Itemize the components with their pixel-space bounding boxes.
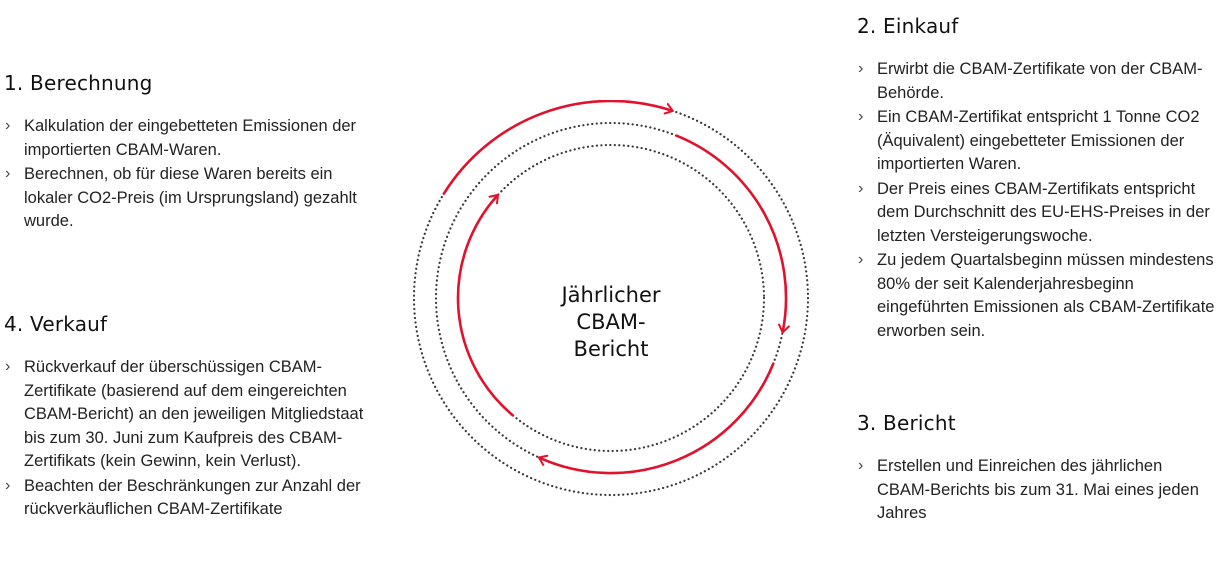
center-title-line: Bericht [573,337,649,361]
list-item: Der Preis eines CBAM-Zertifikats entspri… [857,177,1219,249]
red-arcs [442,100,790,475]
center-title: Jährlicher CBAM- Bericht [531,282,691,363]
step-title-verkauf: 4. Verkauf [4,312,108,336]
step-title-berechnung: 1. Berechnung [4,71,153,95]
list-item: Erwirbt die CBAM-Zertifikate von der CBA… [857,57,1219,105]
step-bericht: 3. Bericht Erstellen und Einreichen des … [857,411,1219,527]
arrow-arc-verkauf-berechnung [456,193,514,417]
step-title-bericht: 3. Bericht [857,411,956,435]
cycle-diagram [412,100,810,497]
arrow-arc-einkauf-bericht [675,134,790,334]
list-item: Rückverkauf der überschüssigen CBAM-Zert… [4,355,366,474]
step-einkauf: 2. Einkauf Erwirbt die CBAM-Zertifikate … [857,14,1219,344]
center-title-line: CBAM- [576,310,646,334]
step-list-verkauf: Rückverkauf der überschüssigen CBAM-Zert… [4,355,366,522]
list-item: Berechnen, ob für diese Waren bereits ei… [4,162,366,234]
step-berechnung: 1. Berechnung Kalkulation der eingebette… [4,71,366,235]
arrow-arc-bericht-verkauf [537,362,775,475]
step-list-bericht: Erstellen und Einreichen des jährlichen … [857,454,1219,526]
step-list-berechnung: Kalkulation der eingebetteten Emissionen… [4,114,366,234]
arrow-arc-berechnung-einkauf [442,100,674,195]
list-item: Zu jedem Quartalsbeginn müssen mindesten… [857,248,1219,343]
list-item: Erstellen und Einreichen des jährlichen … [857,454,1219,526]
list-item: Beachten der Beschränkungen zur Anzahl d… [4,474,366,522]
step-title-einkauf: 2. Einkauf [857,14,959,38]
center-title-line: Jährlicher [561,283,661,307]
list-item: Ein CBAM-Zertifikat entspricht 1 Tonne C… [857,105,1219,177]
list-item: Kalkulation der eingebetteten Emissionen… [4,114,366,162]
step-list-einkauf: Erwirbt die CBAM-Zertifikate von der CBA… [857,57,1219,343]
step-verkauf: 4. Verkauf Rückverkauf der überschüssige… [4,312,366,523]
